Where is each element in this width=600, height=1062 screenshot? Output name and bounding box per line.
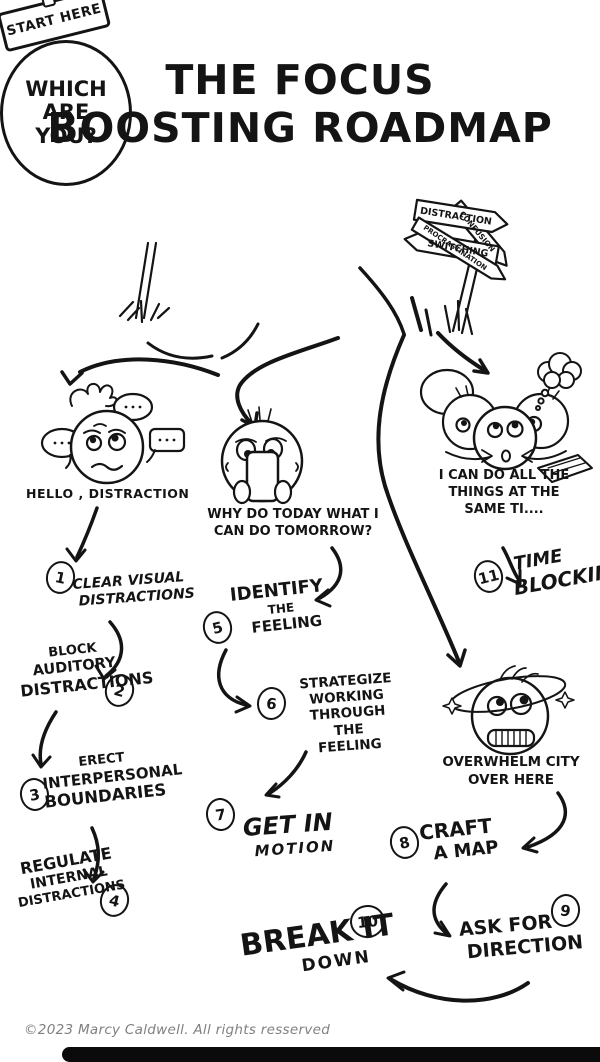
caption-line: THINGS AT THE [448,484,560,500]
caption-line: OVERWHELM CITY [442,754,580,770]
caption-procrastination: WHY DO TODAY WHAT I CAN DO TOMORROW? [198,507,388,541]
phone-scrolling-face-illustration [220,406,304,505]
page-title-line1: THE FOCUS [165,56,435,104]
bottom-border-bar [62,1047,600,1062]
bubble-line: WHICH [25,76,107,101]
caption-multitasking: I CAN DO ALL THE THINGS AT THE SAME TI..… [420,468,588,519]
caption-line: I CAN DO ALL THE [438,468,570,483]
copyright-notice: ©2023 Marcy Caldwell. All rights resserv… [24,1022,331,1038]
multitasking-faces-illustration [419,352,593,483]
start-here-post-icon [118,241,171,324]
caption-line: WHY DO TODAY WHAT I [207,507,379,522]
bubble-line: YOU? [35,123,97,148]
direction-signpost-post-icon [410,230,487,337]
page-title: THE FOCUS BOOSTING ROADMAP [0,56,600,153]
caption-hello-distraction: HELLO , DISTRACTION [26,486,196,502]
direction-signpost-plates-icon [403,198,509,281]
step-label-identify-the-feeling: IDENTIFY THE FEELING [229,575,327,638]
caption-line: SAME TI.... [464,501,544,517]
step-label-get-in-motion: GET IN MOTION [242,808,336,861]
caption-overwhelm-city: OVERWHELM CITY OVER HERE [430,754,592,789]
which-are-you-speech-bubble: WHICH ARE YOU? [0,40,132,186]
distracted-face-illustration [40,383,186,485]
step-label-craft-a-map: CRAFT A MAP [418,813,500,866]
caption-line: CAN DO TOMORROW? [213,523,373,539]
dizzy-overwhelmed-face-illustration [442,665,575,756]
caption-line: OVER HERE [467,771,555,788]
step-label-strategize-working-through-the-feeling: STRATEGIZE WORKING THROUGH THE FEELING [292,670,403,758]
page-title-line2: BOOSTING ROADMAP [47,104,553,153]
caption-line: HELLO , DISTRACTION [26,486,190,501]
bubble-line: ARE [42,100,90,125]
flow-arrows [31,266,568,1003]
